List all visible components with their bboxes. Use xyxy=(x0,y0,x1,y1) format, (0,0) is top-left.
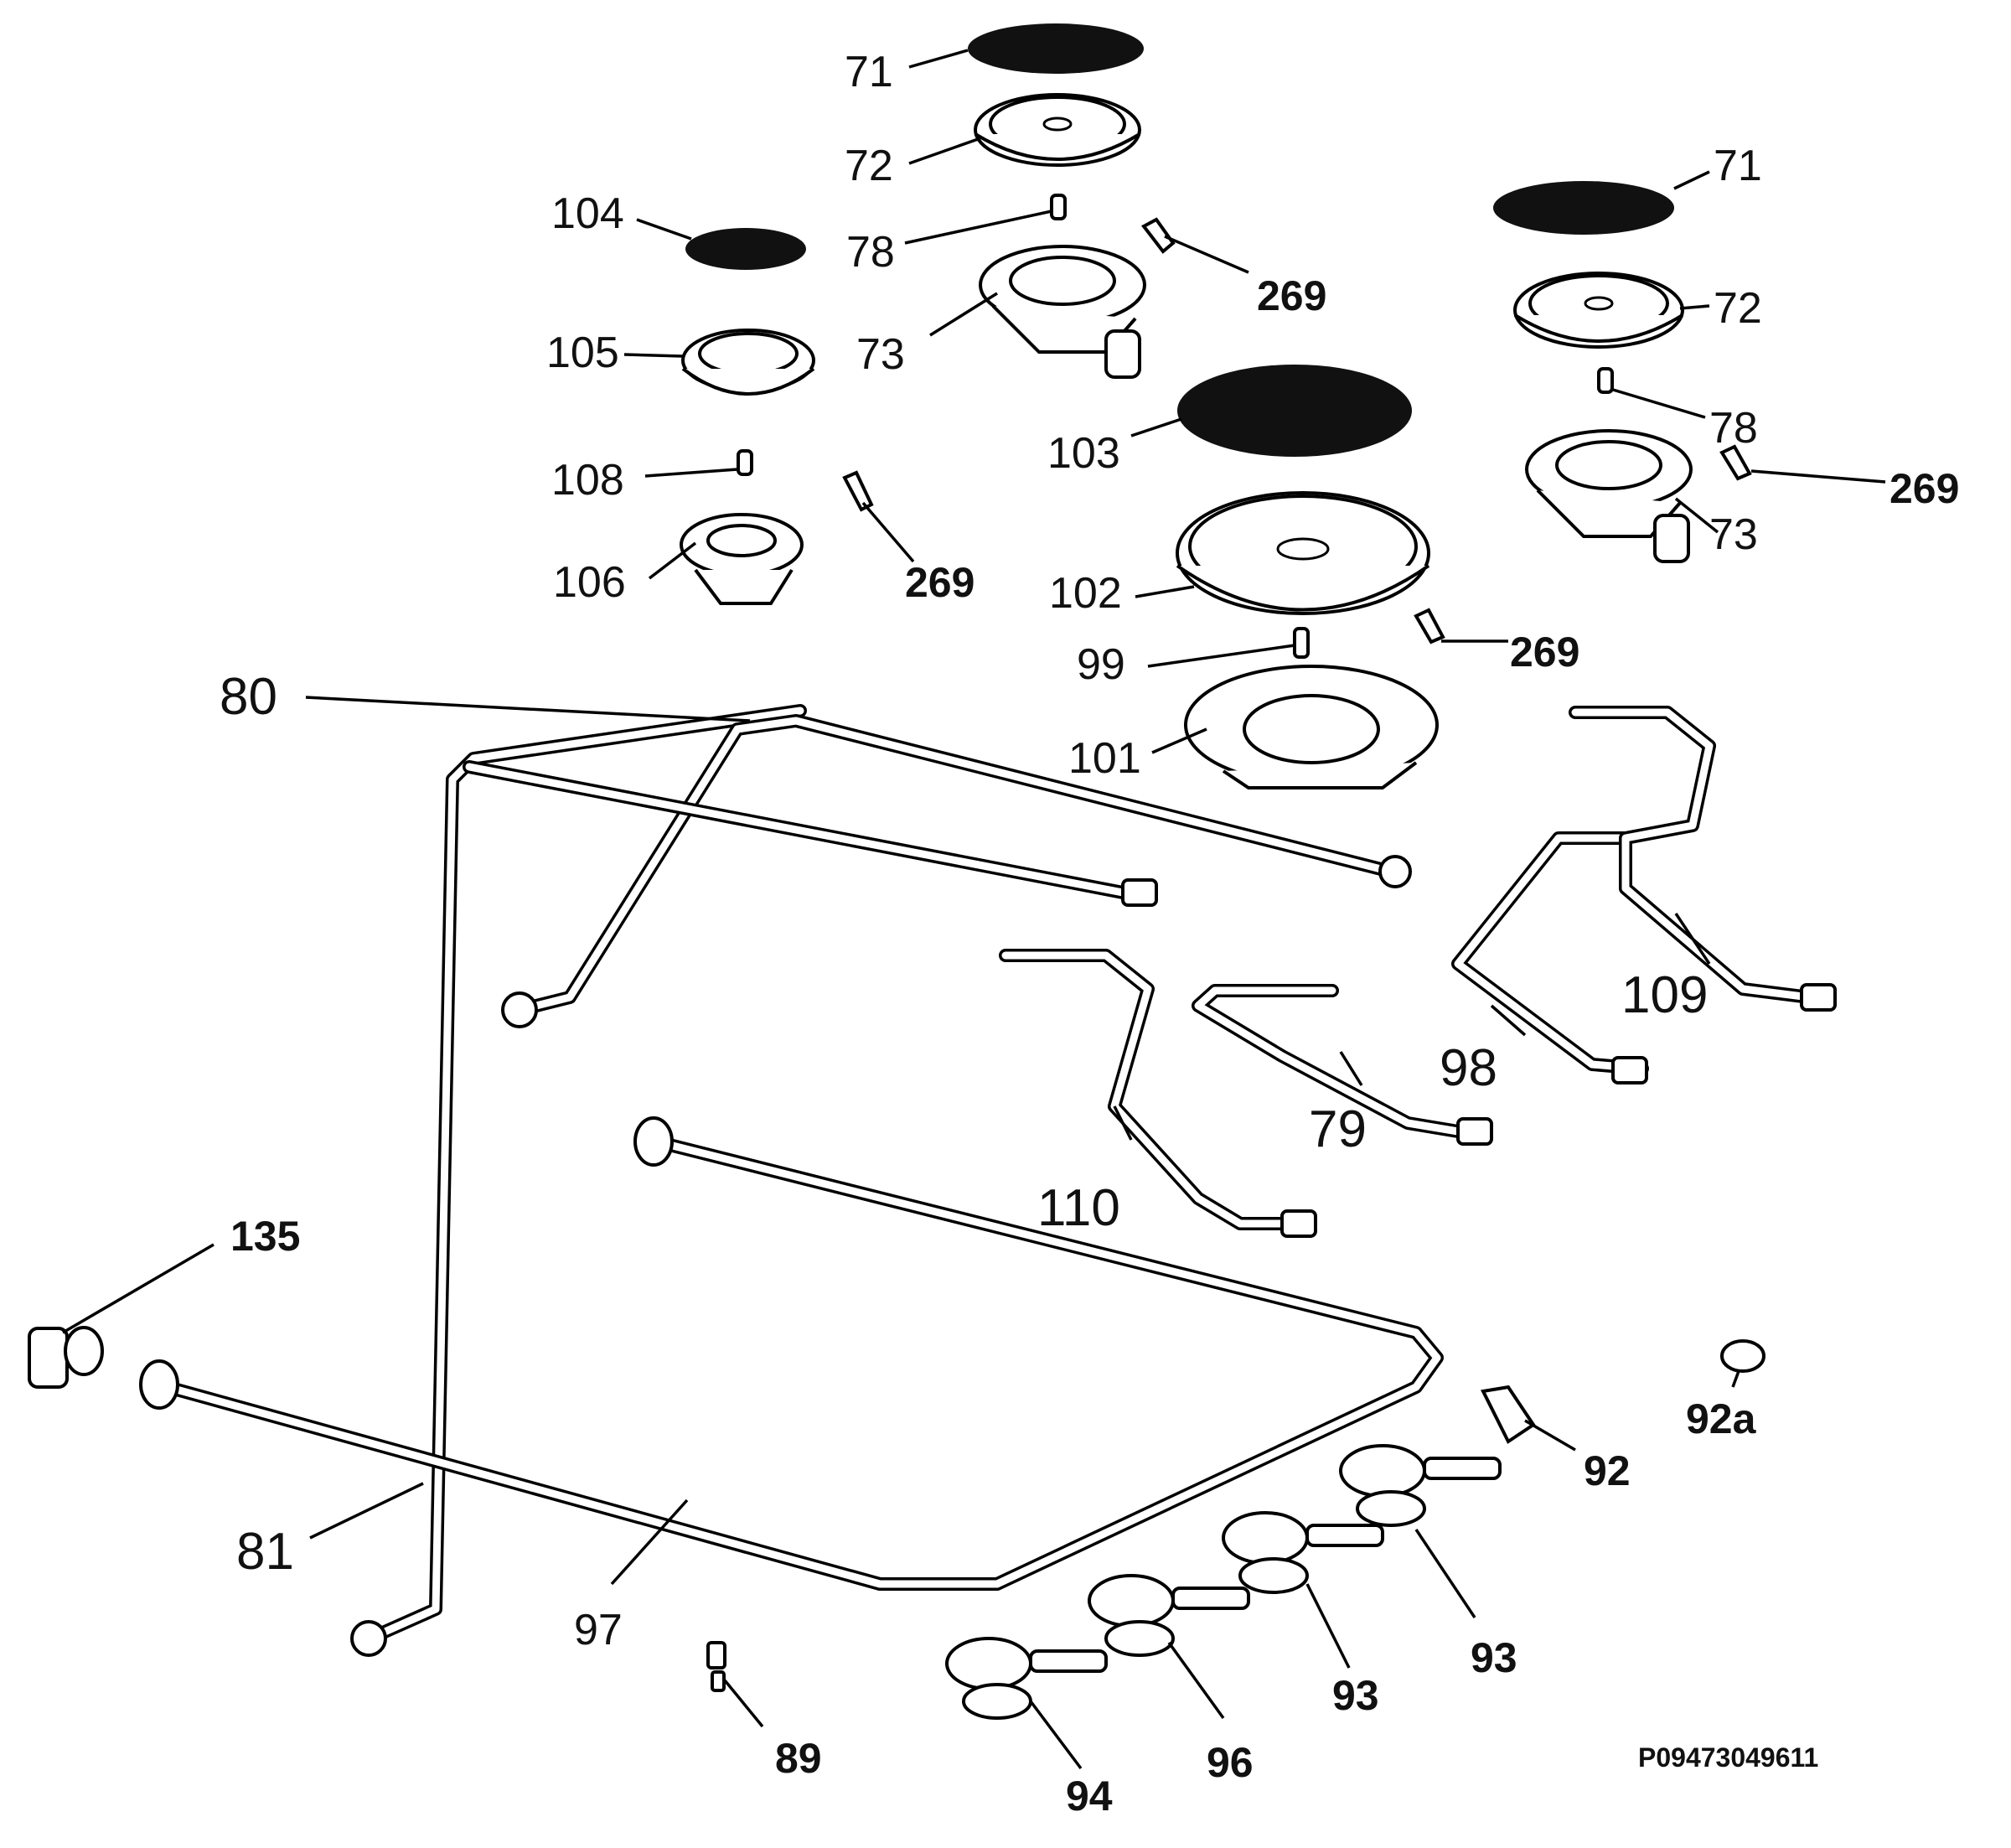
electrode-269-d xyxy=(1719,444,1752,481)
nut-80-left xyxy=(501,991,538,1028)
nut-81-bottom xyxy=(350,1620,387,1657)
nut-79-end xyxy=(1456,1117,1493,1146)
label-96: 96 xyxy=(1207,1739,1254,1786)
burner-body-101 xyxy=(1184,665,1439,789)
label-71-right: 71 xyxy=(1714,142,1762,190)
label-269-a: 269 xyxy=(1257,272,1326,319)
spark-generator-92 xyxy=(1481,1385,1536,1444)
injector-99 xyxy=(1293,627,1310,659)
burner-cap-103 xyxy=(1177,365,1412,457)
electrode-269-c xyxy=(1414,608,1445,644)
ring-92a xyxy=(1720,1339,1765,1373)
label-73-right: 73 xyxy=(1709,510,1758,559)
nut-98-end xyxy=(1611,1056,1648,1084)
gas-pipe-80 xyxy=(354,704,1398,1649)
label-106: 106 xyxy=(553,558,626,607)
pipe-end-97-lower xyxy=(139,1359,179,1410)
electrode-269-b xyxy=(842,470,874,512)
gas-tap-94 xyxy=(945,1637,1108,1720)
nut-110-end xyxy=(1280,1209,1317,1238)
burner-crown-105 xyxy=(681,329,815,396)
label-78-right: 78 xyxy=(1709,404,1758,453)
gas-tap-96 xyxy=(1088,1574,1250,1657)
label-103: 103 xyxy=(1047,429,1120,478)
label-93-a: 93 xyxy=(1332,1672,1379,1719)
clip-89 xyxy=(706,1641,726,1692)
label-80: 80 xyxy=(220,668,277,726)
gas-pipe-109 xyxy=(1569,706,1817,1004)
label-269-d: 269 xyxy=(1890,465,1959,512)
label-94: 94 xyxy=(1066,1773,1113,1820)
label-135: 135 xyxy=(230,1213,300,1260)
label-109: 109 xyxy=(1621,966,1708,1024)
burner-crown-72-right xyxy=(1513,272,1684,349)
gas-pipe-79 xyxy=(1192,984,1465,1138)
label-73-top: 73 xyxy=(856,330,905,379)
burner-cap-71-right xyxy=(1493,181,1674,235)
burner-crown-102 xyxy=(1176,491,1430,615)
label-98: 98 xyxy=(1440,1039,1497,1097)
label-92: 92 xyxy=(1584,1447,1631,1494)
nut-80-right xyxy=(1378,855,1412,888)
gas-tap-93-a xyxy=(1222,1511,1384,1594)
burner-body-106 xyxy=(680,513,804,605)
label-71-top: 71 xyxy=(845,48,893,96)
gas-pipe-97 xyxy=(161,1133,1444,1591)
label-110: 110 xyxy=(1037,1179,1120,1237)
label-93-b: 93 xyxy=(1471,1634,1517,1681)
label-72-right: 72 xyxy=(1714,284,1762,333)
label-89: 89 xyxy=(775,1735,822,1782)
label-101: 101 xyxy=(1068,734,1141,783)
connector-135 xyxy=(28,1326,104,1389)
burner-body-73-right xyxy=(1525,429,1693,563)
label-97: 97 xyxy=(574,1606,623,1654)
gas-tap-93-b xyxy=(1339,1444,1502,1527)
label-99: 99 xyxy=(1077,640,1125,689)
burner-body-73-top xyxy=(979,245,1146,379)
label-108: 108 xyxy=(551,456,624,505)
burner-crown-72-top xyxy=(974,93,1141,167)
gas-pipe-98 xyxy=(1451,831,1649,1075)
pipe-end-97-upper xyxy=(633,1116,674,1167)
label-78-top: 78 xyxy=(846,228,895,277)
injector-78-top xyxy=(1050,194,1067,220)
leader-lines xyxy=(62,49,1886,1770)
label-79: 79 xyxy=(1309,1100,1367,1158)
burner-cap-104 xyxy=(685,228,806,270)
label-72-top: 72 xyxy=(845,142,893,190)
label-269-c: 269 xyxy=(1510,629,1579,676)
nut-81-right xyxy=(1121,878,1158,907)
diagram-code: P09473049611 xyxy=(1638,1742,1818,1773)
electrode-269-a xyxy=(1140,217,1176,254)
nut-109-end xyxy=(1800,983,1837,1012)
gas-pipe-81 xyxy=(463,760,1130,899)
injector-78-right xyxy=(1597,367,1614,394)
label-104: 104 xyxy=(551,189,624,238)
label-81: 81 xyxy=(236,1523,294,1581)
label-102: 102 xyxy=(1049,569,1122,618)
burner-cap-71-top xyxy=(968,23,1144,74)
label-105: 105 xyxy=(546,329,619,377)
injector-108 xyxy=(737,449,753,476)
label-92a: 92a xyxy=(1686,1395,1757,1442)
label-269-b: 269 xyxy=(905,559,974,606)
